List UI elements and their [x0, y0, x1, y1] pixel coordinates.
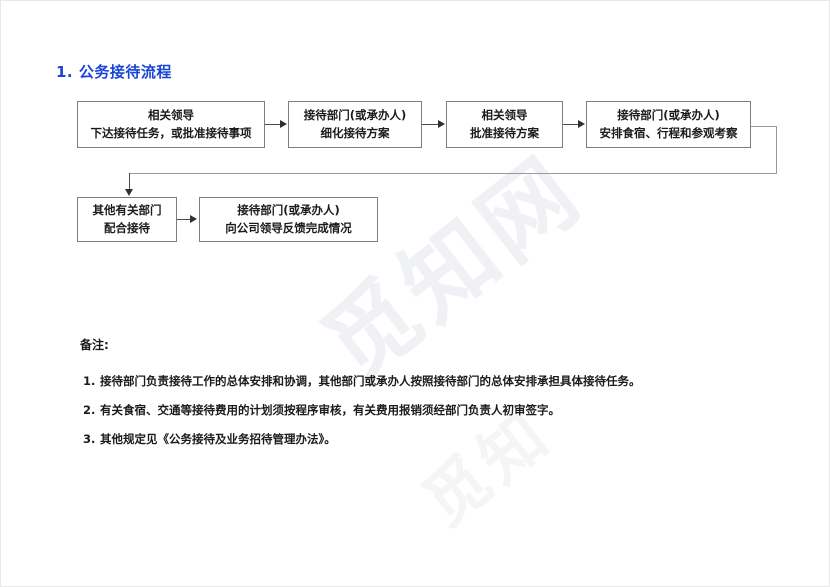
note-item: 2. 有关食宿、交通等接待费用的计划须按程序审核，有关费用报销须经部门负责人初审签… — [83, 402, 560, 418]
note-item-number: 2. — [83, 403, 96, 417]
arrow-right-icon-node2-node3 — [438, 120, 445, 128]
note-item-text: 接待部门负责接待工作的总体安排和协调，其他部门或承办人按照接待部门的总体安排承担… — [100, 374, 641, 388]
connector-wrap-segment-down — [776, 126, 777, 174]
arrow-down-icon-node4-node5 — [125, 189, 133, 196]
connector-line-node3-node4 — [563, 124, 579, 125]
arrow-right-icon-node3-node4 — [578, 120, 585, 128]
page-title: 1. 公务接待流程 — [56, 63, 172, 81]
note-item: 1. 接待部门负责接待工作的总体安排和协调，其他部门或承办人按照接待部门的总体安排… — [83, 373, 641, 389]
flow-node-3-line1: 相关领导 — [481, 107, 528, 122]
flow-node-4: 接待部门(或承办人) 安排食宿、行程和参观考察 — [586, 101, 751, 148]
connector-wrap-segment-drop — [129, 173, 130, 190]
note-item-text: 其他规定见《公务接待及业务招待管理办法》。 — [100, 432, 336, 446]
connector-line-node2-node3 — [422, 124, 439, 125]
flow-node-6: 接待部门(或承办人) 向公司领导反馈完成情况 — [199, 197, 378, 242]
flow-node-1-line1: 相关领导 — [148, 107, 194, 122]
flow-node-2-line2: 细化接待方案 — [320, 125, 390, 140]
flow-node-5-line1: 其他有关部门 — [92, 202, 162, 217]
note-item: 3. 其他规定见《公务接待及业务招待管理办法》。 — [83, 431, 336, 447]
flow-node-1: 相关领导 下达接待任务，或批准接待事项 — [77, 101, 265, 148]
flow-node-2: 接待部门(或承办人) 细化接待方案 — [288, 101, 422, 148]
arrow-right-icon-node5-node6 — [190, 215, 197, 223]
note-item-text: 有关食宿、交通等接待费用的计划须按程序审核，有关费用报销须经部门负责人初审签字。 — [100, 403, 560, 417]
connector-line-node5-node6 — [177, 219, 191, 220]
flow-node-6-line1: 接待部门(或承办人) — [237, 202, 340, 217]
flow-node-3: 相关领导 批准接待方案 — [446, 101, 563, 148]
flow-node-5: 其他有关部门 配合接待 — [77, 197, 177, 242]
connector-wrap-segment-left — [129, 173, 777, 174]
notes-title: 备注: — [80, 338, 109, 352]
note-item-number: 1. — [83, 374, 96, 388]
flow-node-4-line2: 安排食宿、行程和参观考察 — [599, 125, 738, 140]
connector-wrap-segment-right — [751, 126, 777, 127]
flow-node-4-line1: 接待部门(或承办人) — [617, 107, 720, 122]
flow-node-3-line2: 批准接待方案 — [470, 125, 539, 140]
flow-node-6-line2: 向公司领导反馈完成情况 — [225, 220, 352, 235]
connector-line-node1-node2 — [265, 124, 281, 125]
flow-node-2-line1: 接待部门(或承办人) — [303, 107, 407, 122]
flowchart: 相关领导 下达接待任务，或批准接待事项 接待部门(或承办人) 细化接待方案 相关… — [1, 1, 829, 301]
flow-node-5-line2: 配合接待 — [104, 220, 150, 235]
flow-node-1-line2: 下达接待任务，或批准接待事项 — [90, 125, 252, 140]
note-item-number: 3. — [83, 432, 96, 446]
arrow-right-icon-node1-node2 — [280, 120, 287, 128]
